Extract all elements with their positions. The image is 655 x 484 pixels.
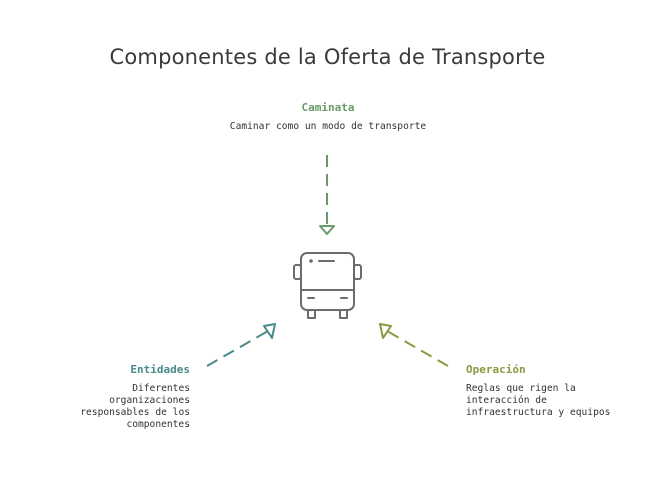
arrow-entidades xyxy=(206,323,276,367)
arrow-entidades-line xyxy=(206,330,269,367)
entidades-description: Diferentes organizaciones responsables d… xyxy=(80,383,190,430)
operacion-title: Operación xyxy=(466,363,526,376)
bus-icon xyxy=(293,252,362,319)
caminata-title: Caminata xyxy=(301,101,355,114)
arrow-caminata xyxy=(319,155,335,235)
arrow-entidades-head xyxy=(263,323,276,339)
operacion-description: Reglas que rigen la interacción de infra… xyxy=(466,383,611,418)
caminata-description: Caminar como un modo de transporte xyxy=(229,121,427,132)
arrow-operacion-line xyxy=(386,330,449,367)
page-title: Componentes de la Oferta de Transporte xyxy=(109,45,546,69)
arrow-caminata-head xyxy=(319,225,335,235)
arrow-operacion-head xyxy=(379,323,392,339)
arrow-operacion xyxy=(379,323,449,367)
entidades-title: Entidades xyxy=(130,363,190,376)
